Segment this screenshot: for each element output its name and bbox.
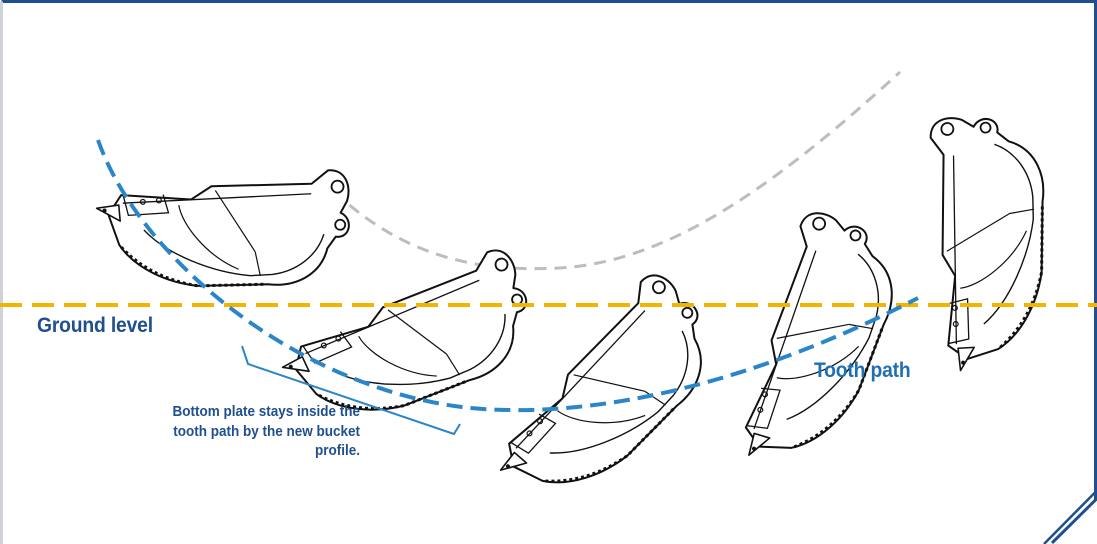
ground-level-label: Ground level (37, 314, 153, 338)
bucket-position-5 (915, 115, 1052, 375)
bucket-position-1 (94, 162, 351, 291)
bottom-plate-note: Bottom plate stays inside the tooth path… (171, 402, 360, 461)
tooth-path-label: Tooth path (814, 359, 911, 383)
frame-corner-chamfer (1044, 492, 1096, 544)
